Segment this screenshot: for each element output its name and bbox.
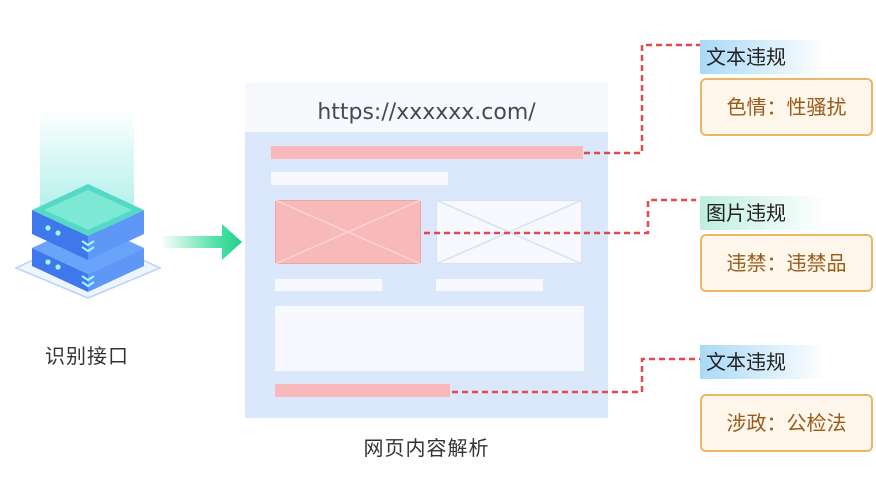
- text-block-highlight-1: [271, 146, 583, 159]
- violation-category-1: 文本违规: [700, 40, 826, 74]
- address-bar: [245, 82, 608, 132]
- server-label: 识别接口: [45, 344, 129, 368]
- violation-detail-3: 涉政：公检法: [700, 394, 873, 452]
- image-highlight: [275, 200, 421, 264]
- violation-category-3: 文本违规: [700, 345, 826, 379]
- text-line-placeholder: [271, 172, 448, 185]
- flow-arrow-icon: [160, 224, 242, 260]
- browser-caption: 网页内容解析: [363, 436, 490, 460]
- content-placeholder: [275, 306, 584, 371]
- violation-detail-2: 违禁：违禁品: [700, 234, 873, 292]
- image-placeholder: [436, 200, 582, 264]
- caption-placeholder-left: [275, 279, 382, 291]
- violation-detail-1: 色情：性骚扰: [700, 78, 873, 136]
- url-text: https://xxxxxx.com/: [317, 100, 536, 125]
- violation-category-2: 图片违规: [700, 196, 826, 230]
- text-block-highlight-2: [275, 384, 450, 397]
- server-icon: [14, 184, 162, 299]
- caption-placeholder-right: [436, 279, 543, 291]
